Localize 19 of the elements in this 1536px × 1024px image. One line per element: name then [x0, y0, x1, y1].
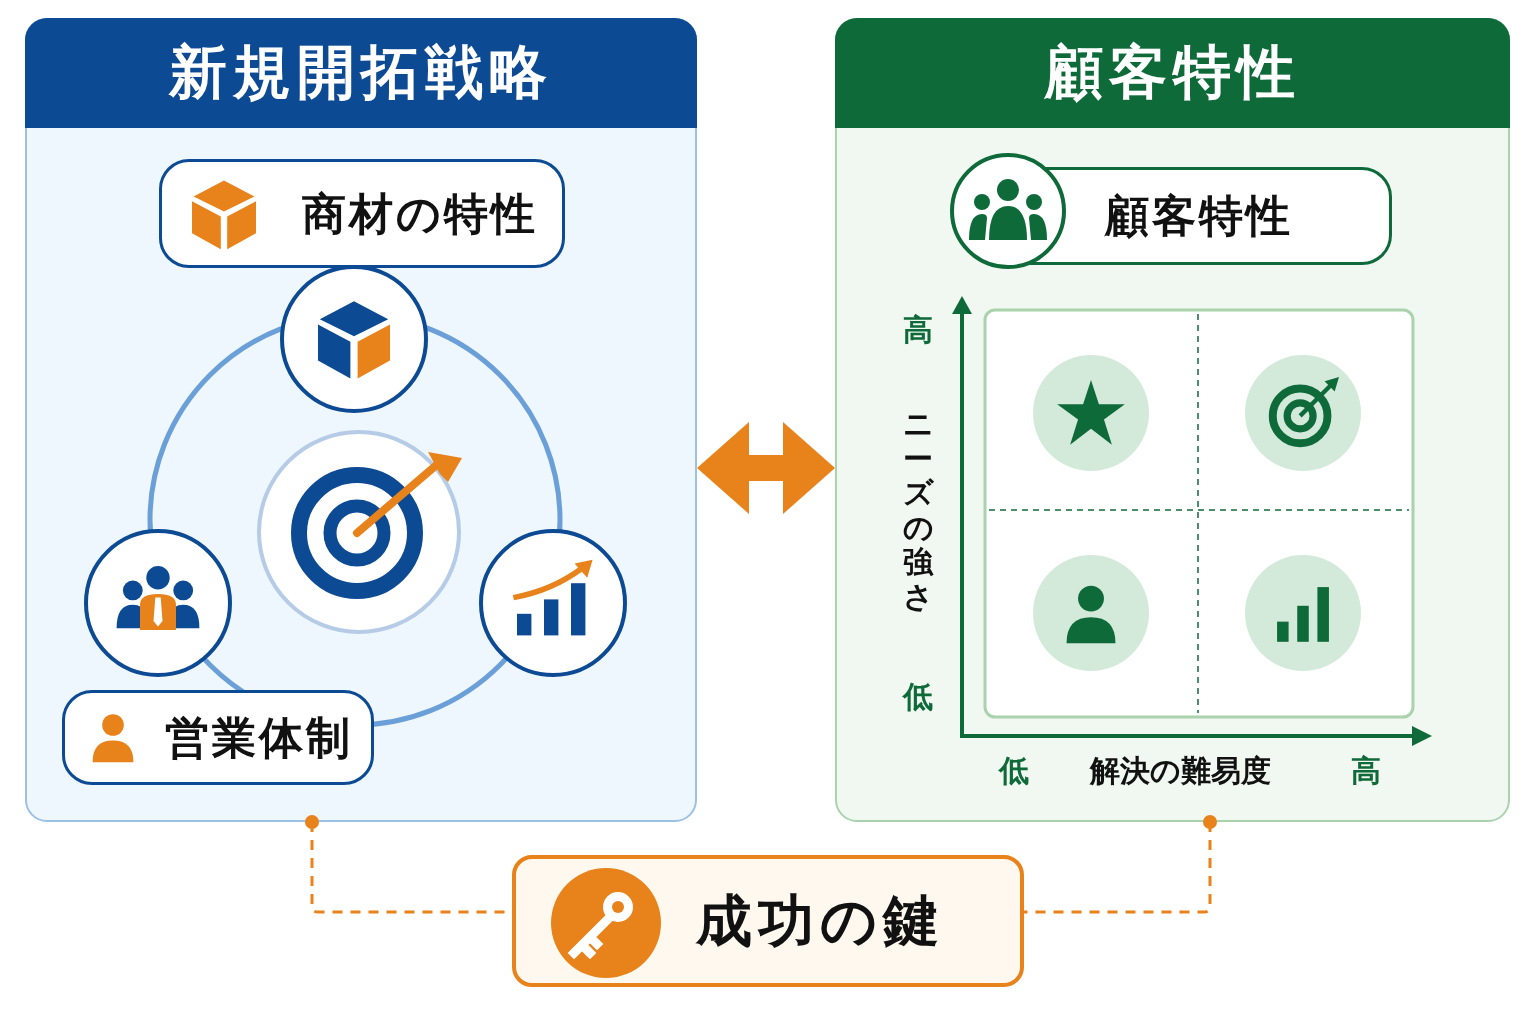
key-box — [512, 855, 1024, 987]
pill-label: 営業体制 — [165, 715, 353, 760]
axis-label: 解決の難易度 — [1089, 756, 1271, 786]
pill-label: 商材の特性 — [302, 191, 538, 236]
axis-label: 低 — [903, 682, 933, 712]
key-label: 成功の鍵 — [696, 893, 945, 949]
double-arrow — [697, 422, 835, 514]
axis-label: 高 — [903, 315, 933, 345]
axis-label: 高 — [1351, 756, 1381, 786]
panel — [25, 18, 697, 822]
label-pill — [159, 159, 565, 268]
label-pill — [62, 690, 374, 785]
pill-label: 顧客特性 — [1105, 194, 1293, 238]
connector-line — [1024, 815, 1217, 914]
axis-label: ニーズの強さ — [902, 406, 934, 614]
panel-header: 顧客特性 — [835, 18, 1510, 128]
panel-header: 新規開拓戦略 — [25, 18, 697, 128]
panel — [835, 18, 1510, 822]
axis-label: 低 — [999, 756, 1029, 786]
